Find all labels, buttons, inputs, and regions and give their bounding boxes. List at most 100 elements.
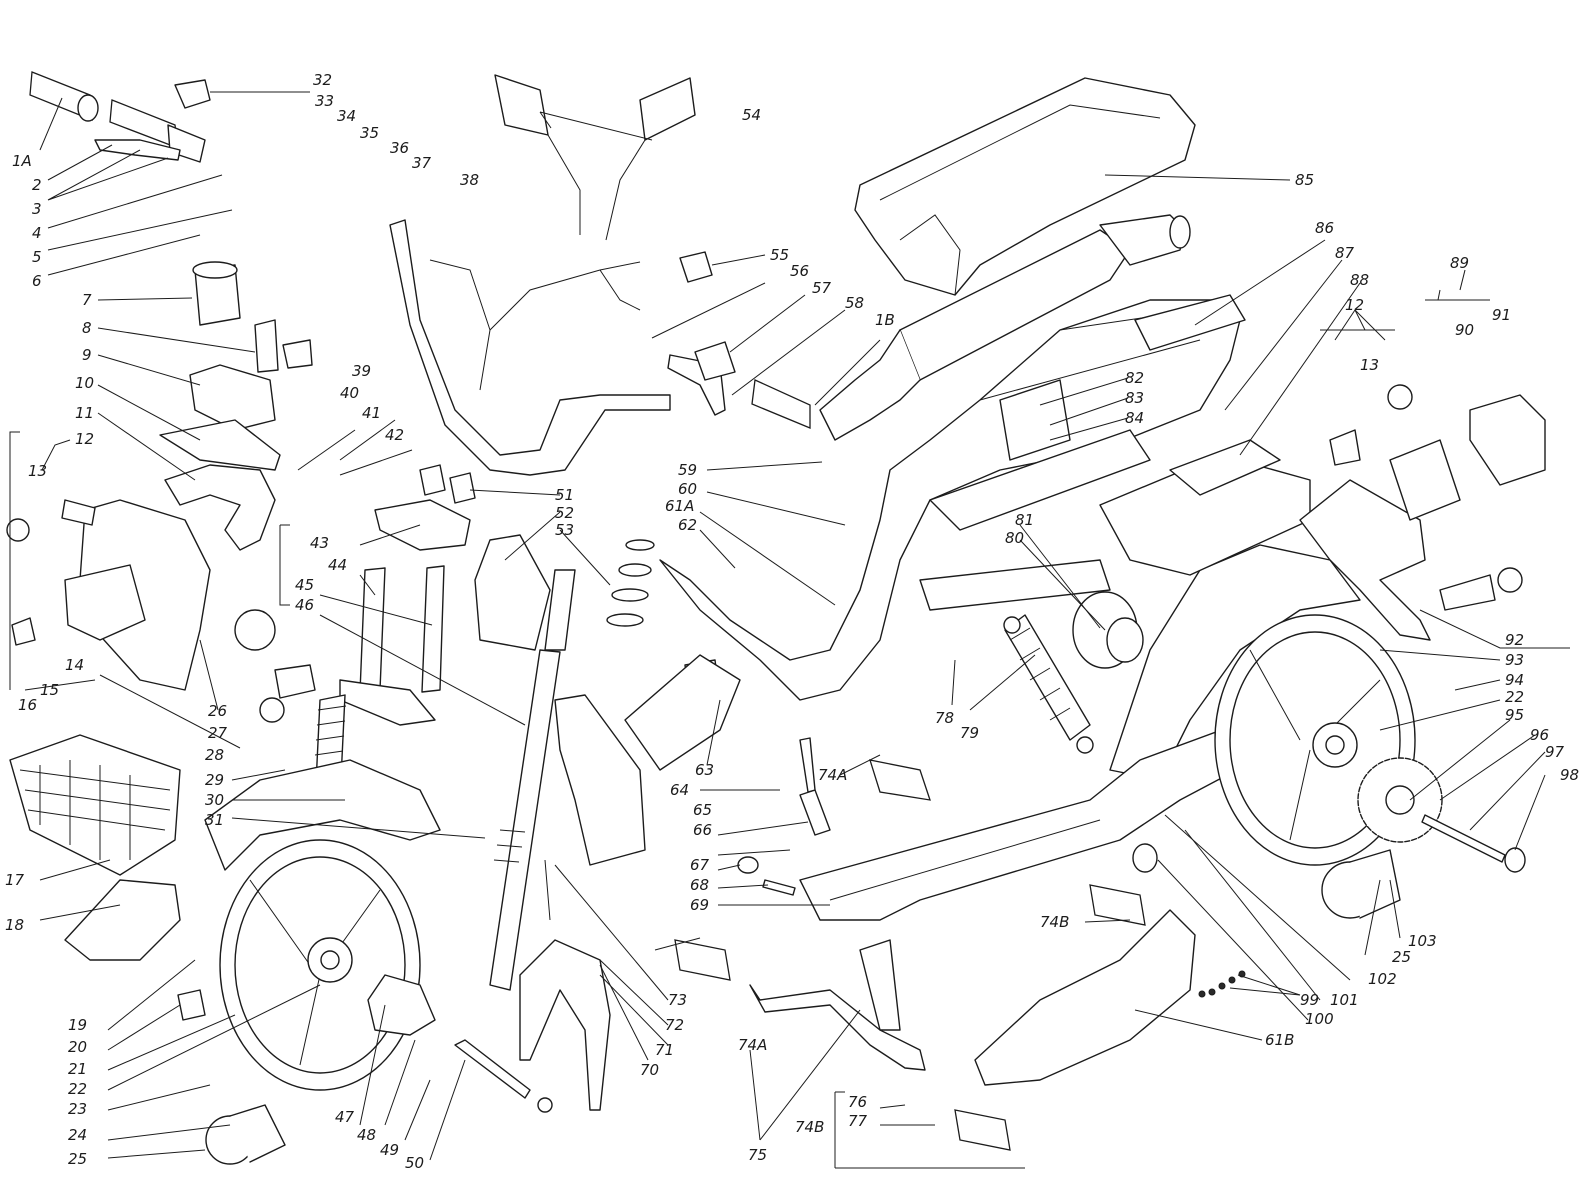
chain-adjusters	[1198, 970, 1246, 998]
label-61a: 61A	[665, 497, 694, 515]
label-4: 4	[32, 224, 42, 242]
label-57: 57	[812, 279, 832, 297]
label-74b-middle: 74B	[1040, 913, 1069, 931]
label-102: 102	[1368, 970, 1397, 988]
label-3: 3	[32, 200, 42, 218]
left-switch	[174, 79, 211, 109]
front-axle-nut	[537, 1097, 553, 1113]
label-51: 51	[555, 486, 574, 504]
label-26: 26	[208, 702, 227, 720]
label-36: 36	[390, 139, 409, 157]
label-78: 78	[935, 709, 954, 727]
label-49: 49	[380, 1141, 399, 1159]
label-28: 28	[205, 746, 224, 764]
label-18: 18	[5, 916, 24, 934]
label-40: 40	[340, 384, 359, 402]
label-5: 5	[32, 248, 42, 266]
front-hub-cover-body	[229, 1104, 286, 1163]
label-1a: 1A	[12, 152, 32, 170]
bushing	[737, 856, 759, 874]
front-wheel	[219, 839, 421, 1091]
rear-fender	[1109, 544, 1361, 781]
label-37: 37	[412, 154, 432, 172]
label-100: 100	[1305, 1010, 1334, 1028]
label-50: 50	[405, 1154, 424, 1172]
label-79: 79	[960, 724, 979, 742]
label-84: 84	[1125, 409, 1144, 427]
label-12-rear: 12	[1345, 296, 1364, 314]
label-74a-upper: 74A	[818, 766, 847, 784]
ignition-key	[282, 339, 313, 369]
label-33: 33	[315, 92, 334, 110]
label-91: 91	[1492, 306, 1511, 324]
footrest-74a-lower	[674, 939, 731, 981]
label-34: 34	[337, 107, 356, 125]
label-16: 16	[18, 696, 37, 714]
label-25: 25	[68, 1150, 87, 1168]
label-92: 92	[1505, 631, 1524, 649]
label-32: 32	[313, 71, 332, 89]
signal-bulb	[11, 617, 36, 646]
horn	[234, 609, 276, 651]
center-stand	[519, 939, 611, 1111]
speedo-drive	[177, 989, 206, 1021]
tail-light	[1469, 394, 1546, 486]
label-23: 23	[68, 1100, 87, 1118]
chain-guard	[974, 909, 1196, 1086]
label-66: 66	[693, 821, 712, 839]
label-43: 43	[310, 534, 329, 552]
pin	[762, 879, 796, 896]
basket-bracket	[64, 879, 181, 961]
label-54: 54	[742, 106, 761, 124]
part-labels: 1A 2 3 4 5 6 7 8 9 10 11 12 13 14 15 16 …	[5, 71, 1579, 1172]
label-46: 46	[295, 596, 314, 614]
rear-signal-right	[1439, 574, 1496, 611]
label-7: 7	[82, 291, 92, 309]
label-93: 93	[1505, 651, 1524, 669]
label-103: 103	[1408, 932, 1437, 950]
label-87: 87	[1335, 244, 1355, 262]
label-19: 19	[68, 1016, 87, 1034]
handlebar-clamp	[419, 464, 476, 504]
steering-bearings	[606, 539, 655, 627]
right-mirror	[605, 77, 696, 241]
fork-steerer	[421, 565, 445, 693]
fork-leg-right	[489, 649, 561, 991]
leader-lines	[24, 91, 1570, 1161]
label-71: 71	[655, 1041, 674, 1059]
label-20: 20	[68, 1038, 87, 1056]
front-signal-right-lens	[259, 697, 285, 723]
front-signal-right	[274, 664, 316, 699]
wiring-harness	[429, 259, 641, 391]
ignition-switch	[254, 319, 279, 373]
muffler	[819, 214, 1191, 441]
label-88: 88	[1350, 271, 1369, 289]
label-60: 60	[678, 480, 697, 498]
rear-signal-body	[1329, 429, 1361, 466]
swingarm	[799, 689, 1351, 921]
handlebar	[389, 219, 671, 476]
rear-rack	[1134, 294, 1246, 351]
fork-tube-left	[359, 567, 386, 693]
dash-plate	[159, 419, 281, 471]
right-switch	[679, 251, 713, 283]
label-17: 17	[5, 871, 25, 889]
label-74a-lower: 74A	[738, 1036, 767, 1054]
label-73: 73	[668, 991, 687, 1009]
rear-shock	[1003, 614, 1094, 754]
label-31: 31	[205, 811, 224, 829]
front-fender	[204, 759, 441, 871]
label-59: 59	[678, 461, 697, 479]
label-9: 9	[82, 346, 92, 364]
label-69: 69	[690, 896, 709, 914]
swingarm-bushing	[1132, 843, 1158, 873]
label-96: 96	[1530, 726, 1549, 744]
group-brackets	[9, 299, 1490, 1169]
label-85: 85	[1295, 171, 1314, 189]
label-58: 58	[845, 294, 864, 312]
label-53: 53	[555, 521, 574, 539]
label-10: 10	[75, 374, 94, 392]
label-70: 70	[640, 1061, 659, 1079]
